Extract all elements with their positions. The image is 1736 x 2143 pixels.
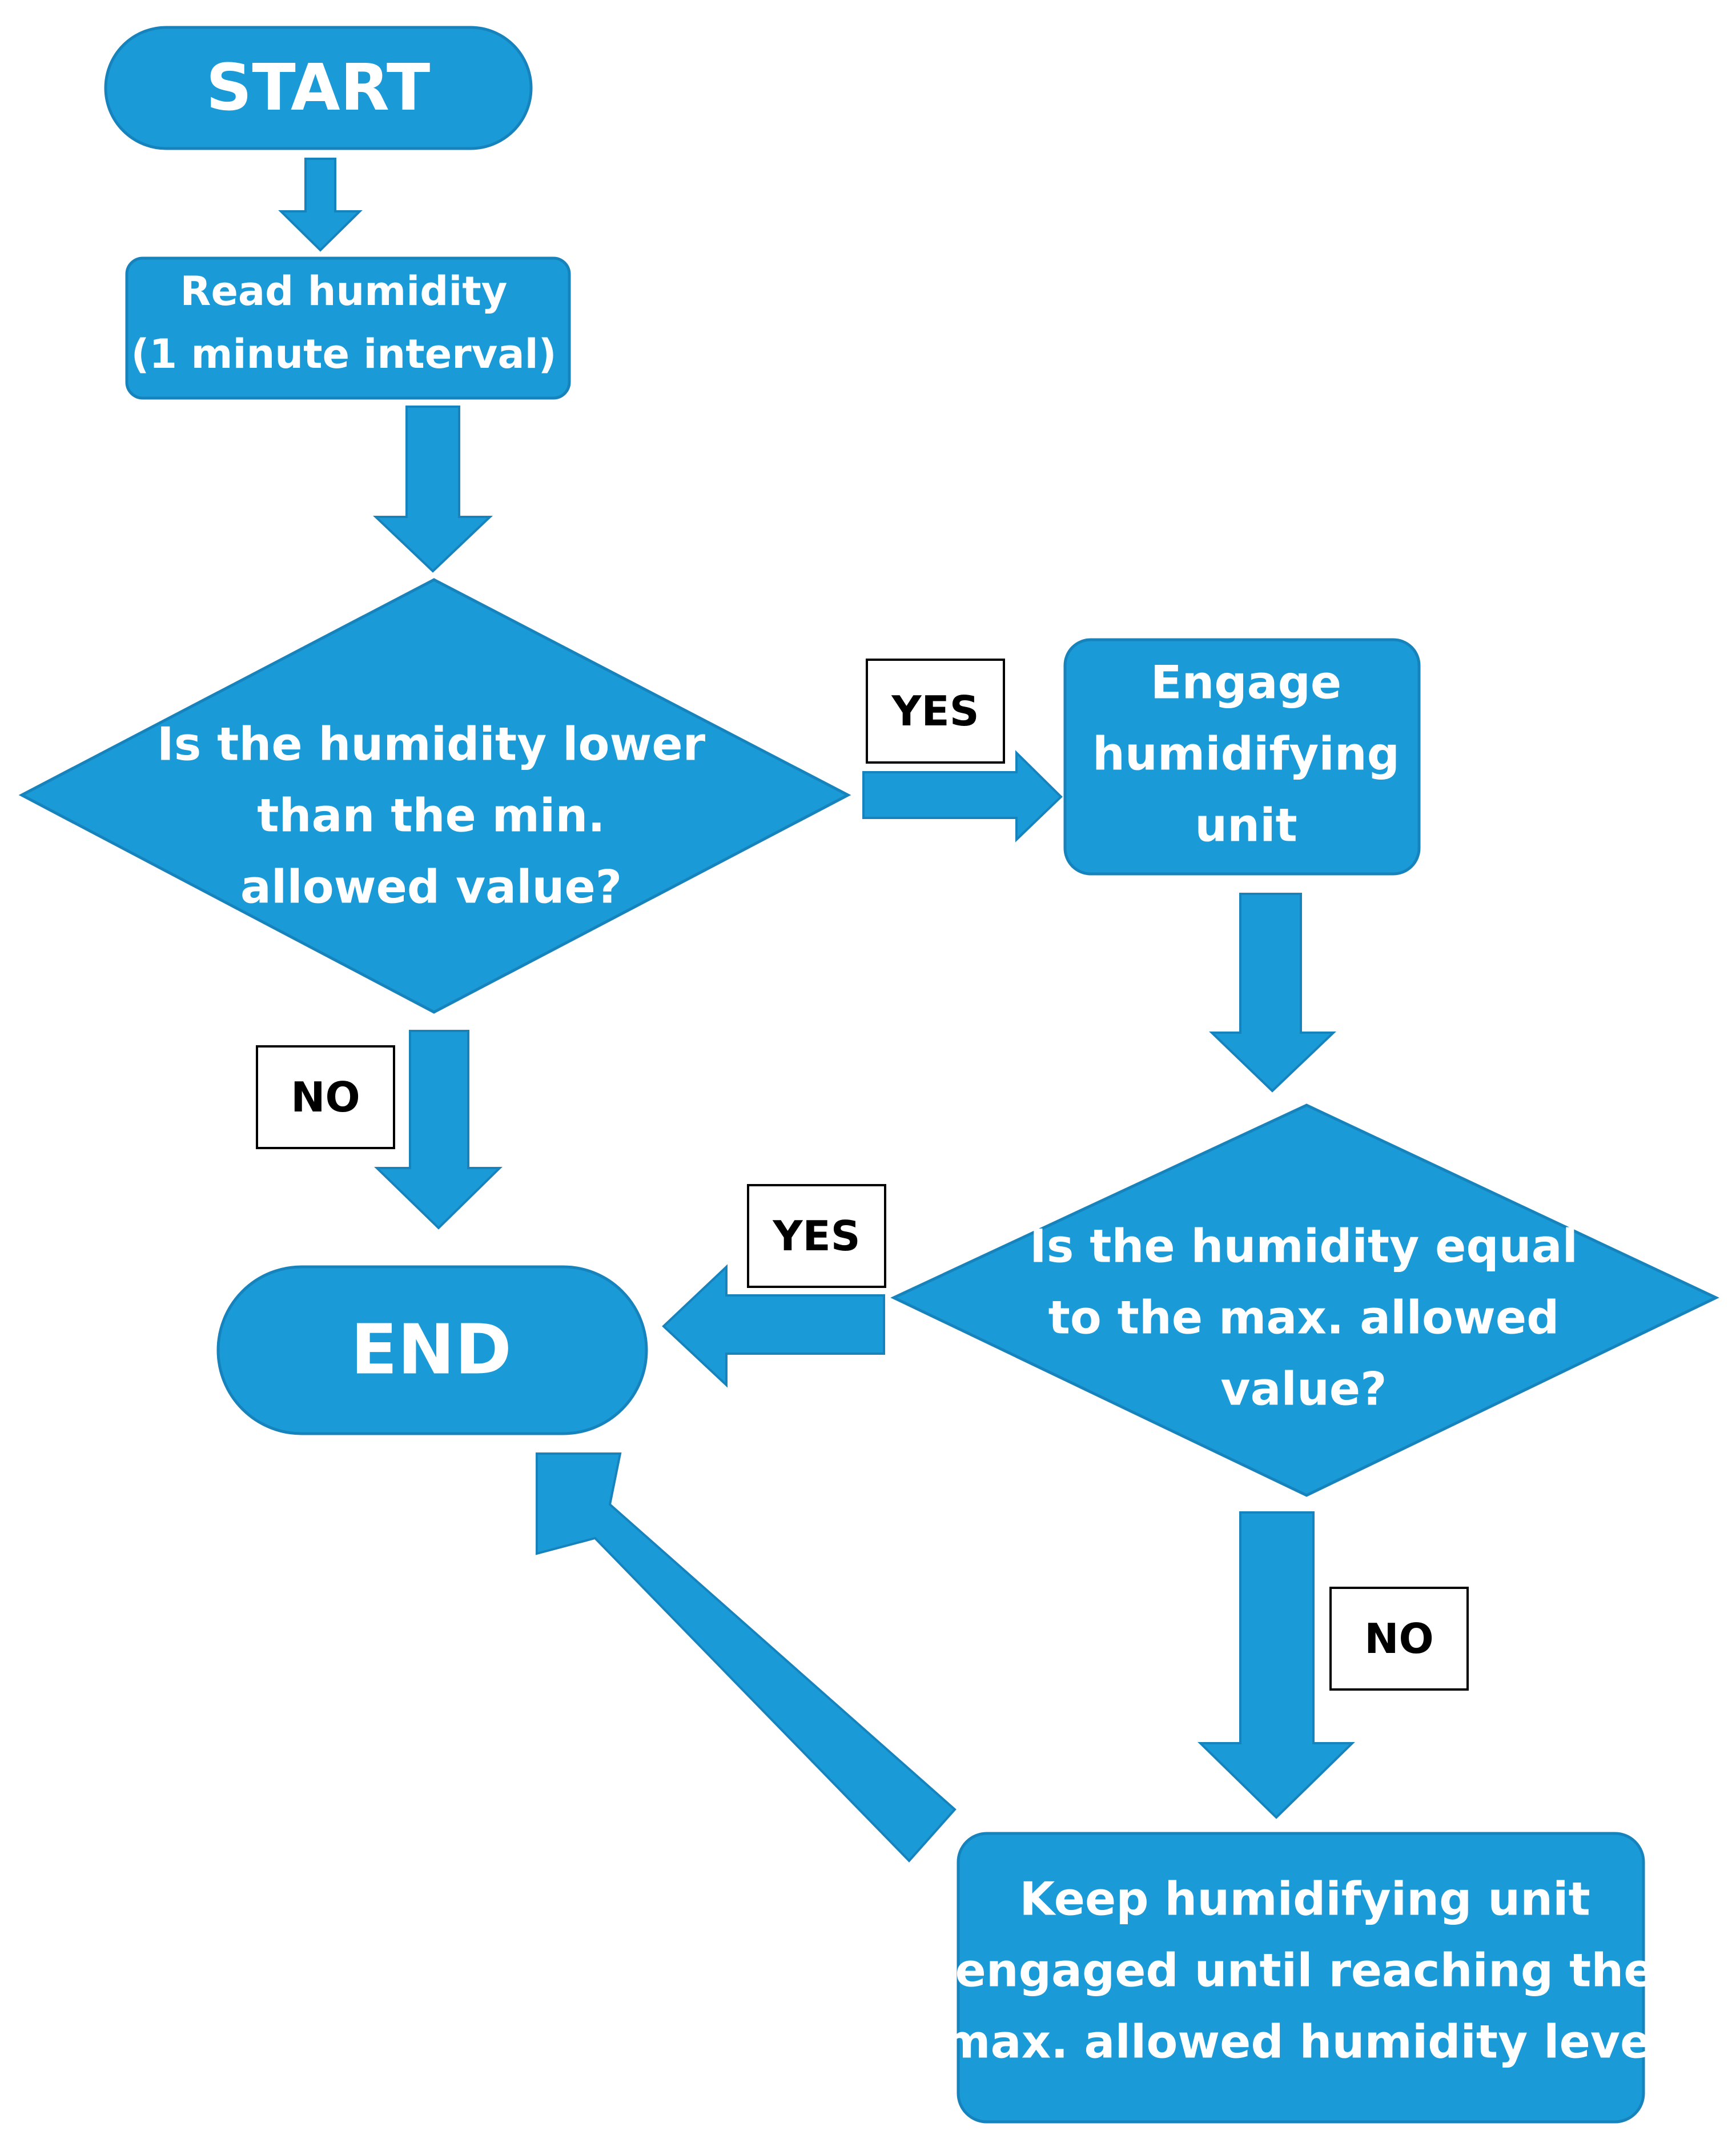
arrow-decision1-yes-to-engage <box>862 750 1063 842</box>
decision2-line-2: to the max. allowed <box>1048 1291 1560 1345</box>
read-humidity-node: Read humidity (1 minute interval) <box>125 256 571 400</box>
engage-line-3: unit <box>1195 799 1297 852</box>
svg-text:NO: NO <box>291 1073 360 1121</box>
end-label: END <box>351 1311 512 1390</box>
start-node: START <box>104 26 533 150</box>
svg-text:NO: NO <box>1364 1615 1433 1663</box>
keep-line-1: Keep humidifying unit <box>1019 1873 1590 1926</box>
keep-line-3: max. allowed humidity level <box>943 2016 1666 2069</box>
engage-line-2: humidifying <box>1092 728 1400 781</box>
arrow-engage-to-decision2 <box>1209 893 1336 1093</box>
arrow-read-to-decision1 <box>372 406 493 573</box>
svg-text:YES: YES <box>772 1212 860 1260</box>
engage-line-1: Engage <box>1151 656 1341 709</box>
keep-humidifier-node: Keep humidifying unit engaged until reac… <box>943 1832 1667 2124</box>
arrow-decision2-yes-to-end <box>662 1264 885 1388</box>
keep-line-2: engaged until reaching the <box>955 1944 1655 1997</box>
decision2-line-1: Is the humidity equal <box>1030 1220 1578 1273</box>
arrow-decision2-no-to-keep <box>1197 1511 1355 1819</box>
decision-min-humidity: Is the humidity lower than the min. allo… <box>18 578 851 1014</box>
read-humidity-line-2: (1 minute interval) <box>131 331 556 378</box>
decision-max-humidity: Is the humidity equal to the max. allowe… <box>890 1103 1719 1497</box>
arrow-decision1-no-to-end <box>374 1030 503 1230</box>
engage-humidifier-node: Engage humidifying unit <box>1063 638 1421 876</box>
end-node: END <box>216 1265 648 1435</box>
decision1-yes-label: YES <box>866 659 1005 764</box>
decision1-no-label: NO <box>256 1045 395 1149</box>
decision2-no-label: NO <box>1329 1587 1469 1691</box>
decision1-line-1: Is the humidity lower <box>157 718 706 771</box>
decision2-yes-label: YES <box>747 1184 886 1288</box>
decision1-line-2: than the min. <box>257 789 605 842</box>
arrow-start-to-read <box>278 158 363 252</box>
read-humidity-line-1: Read humidity <box>180 268 508 315</box>
svg-text:YES: YES <box>891 687 979 735</box>
decision1-line-3: allowed value? <box>240 861 622 914</box>
arrow-keep-to-end <box>536 1452 957 1863</box>
start-label: START <box>206 51 431 125</box>
decision2-line-3: value? <box>1220 1363 1387 1416</box>
